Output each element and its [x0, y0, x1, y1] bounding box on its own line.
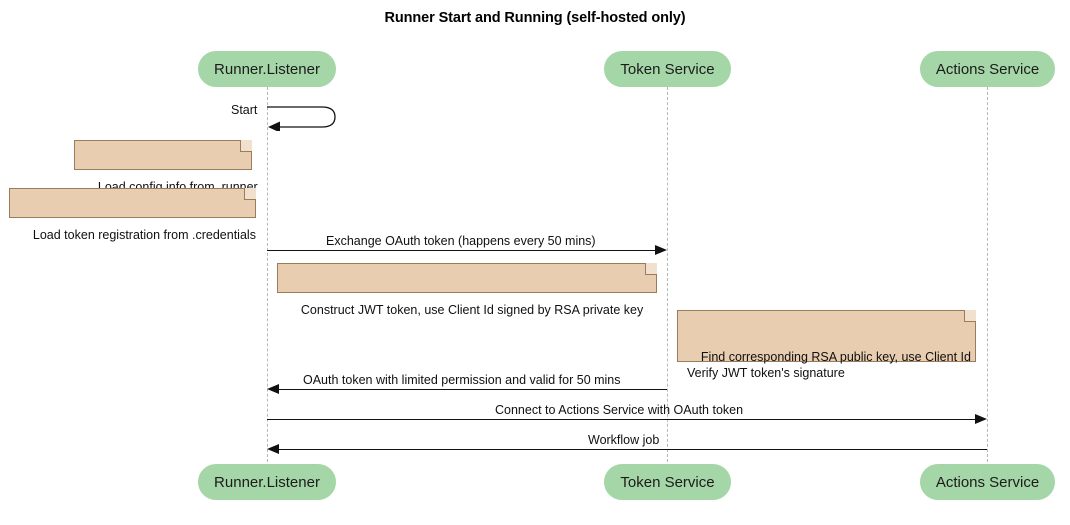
message-label-workflow: Workflow job	[588, 433, 660, 447]
participant-token-bottom[interactable]: Token Service	[604, 464, 731, 500]
page-title: Runner Start and Running (self-hosted on…	[384, 10, 686, 26]
note-config: Load config info from .runner	[74, 140, 258, 194]
participant-label: Runner.Listener	[214, 473, 320, 491]
lifeline-actions	[987, 87, 988, 462]
note-text: Find corresponding RSA public key, use C…	[687, 350, 971, 380]
participant-label: Runner.Listener	[214, 60, 320, 78]
note-fold-icon	[244, 188, 256, 200]
participant-label: Actions Service	[935, 473, 1040, 491]
participant-label: Token Service	[620, 60, 715, 78]
message-label-start: Start	[231, 103, 258, 117]
message-line-connect[interactable]	[267, 419, 975, 420]
message-arrowhead-connect	[975, 413, 987, 424]
message-arrowhead-oauth-return	[267, 383, 279, 394]
message-line-exchange[interactable]	[267, 250, 657, 251]
note-verify: Find corresponding RSA public key, use C…	[677, 310, 976, 380]
participant-runner-bottom[interactable]: Runner.Listener	[198, 464, 336, 500]
participant-runner-top[interactable]: Runner.Listener	[198, 51, 336, 87]
note-fold-icon	[964, 310, 976, 322]
note-fold-icon	[645, 263, 657, 275]
message-line-oauth-return[interactable]	[279, 389, 667, 390]
message-arrowhead-exchange	[655, 244, 667, 255]
message-label-connect: Connect to Actions Service with OAuth to…	[495, 403, 744, 417]
note-jwt: Construct JWT token, use Client Id signe…	[277, 263, 657, 317]
message-label-oauth-return: OAuth token with limited permission and …	[303, 373, 621, 387]
message-line-workflow[interactable]	[279, 449, 987, 450]
note-credentials: Load token registration from .credential…	[9, 188, 256, 242]
self-message-start[interactable]	[266, 103, 344, 131]
message-label-exchange: Exchange OAuth token (happens every 50 m…	[326, 234, 596, 248]
participant-actions-top[interactable]: Actions Service	[920, 51, 1055, 87]
participant-label: Actions Service	[935, 60, 1040, 78]
participant-actions-bottom[interactable]: Actions Service	[920, 464, 1055, 500]
message-arrowhead-workflow	[267, 443, 279, 454]
lifeline-token	[667, 87, 668, 462]
note-fold-icon	[240, 140, 252, 152]
note-text: Load token registration from .credential…	[32, 228, 256, 242]
lifeline-runner	[267, 87, 268, 462]
participant-token-top[interactable]: Token Service	[604, 51, 731, 87]
participant-label: Token Service	[620, 473, 715, 491]
note-text: Construct JWT token, use Client Id signe…	[300, 303, 644, 317]
